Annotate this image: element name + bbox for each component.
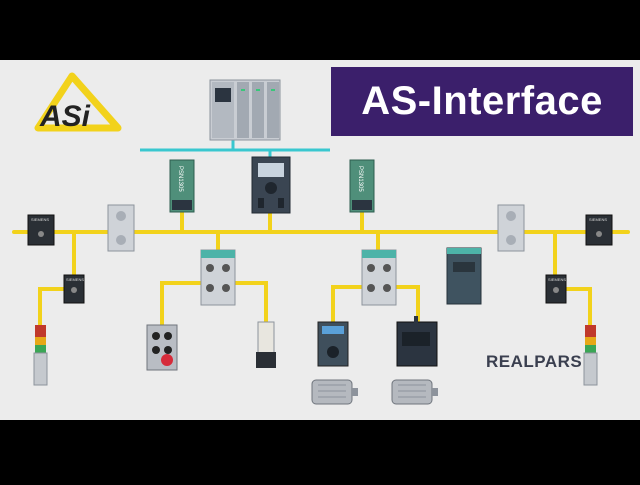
motor-starter-right xyxy=(396,316,438,367)
stack-light-left xyxy=(33,325,48,386)
title-box-overlay: AS-Interface xyxy=(331,67,633,136)
terminal-box-left: SIEMENS xyxy=(27,214,55,246)
slave-right-label: SIEMENS xyxy=(548,277,566,282)
asi-logo: ASi xyxy=(34,72,122,133)
slave-module-right: SIEMENS xyxy=(545,274,567,304)
terminal-right-label: SIEMENS xyxy=(589,217,607,222)
motor-left xyxy=(311,379,358,405)
motor-right xyxy=(391,379,438,405)
plc-rack xyxy=(209,79,281,141)
asi-module-b xyxy=(497,204,525,252)
asi-bus xyxy=(12,208,630,327)
slave-left-label: SIEMENS xyxy=(66,277,84,282)
stack-light-right xyxy=(583,325,598,386)
psu-right-label: PSN1305 xyxy=(357,166,363,192)
push-button-station xyxy=(146,324,178,371)
logo-text: ASi xyxy=(39,100,91,133)
brand-logo: REALPARS xyxy=(486,352,583,371)
psu-left-label: PSN1305 xyxy=(177,166,183,192)
io-module-2 xyxy=(361,249,397,306)
terminal-left-label: SIEMENS xyxy=(31,217,49,222)
asi-module-a xyxy=(107,204,135,252)
proximity-sensor xyxy=(256,321,276,368)
asi-power-unit xyxy=(446,247,482,305)
terminal-box-right: SIEMENS xyxy=(585,214,613,246)
slave-module-left: SIEMENS xyxy=(63,274,85,304)
power-supply-left: PSN1305 xyxy=(169,159,195,213)
page-title: AS-Interface xyxy=(361,79,603,123)
io-module-1 xyxy=(200,249,236,306)
asi-master xyxy=(251,156,291,214)
motor-starter-left xyxy=(317,321,349,367)
power-supply-right: PSN1305 xyxy=(349,159,375,213)
